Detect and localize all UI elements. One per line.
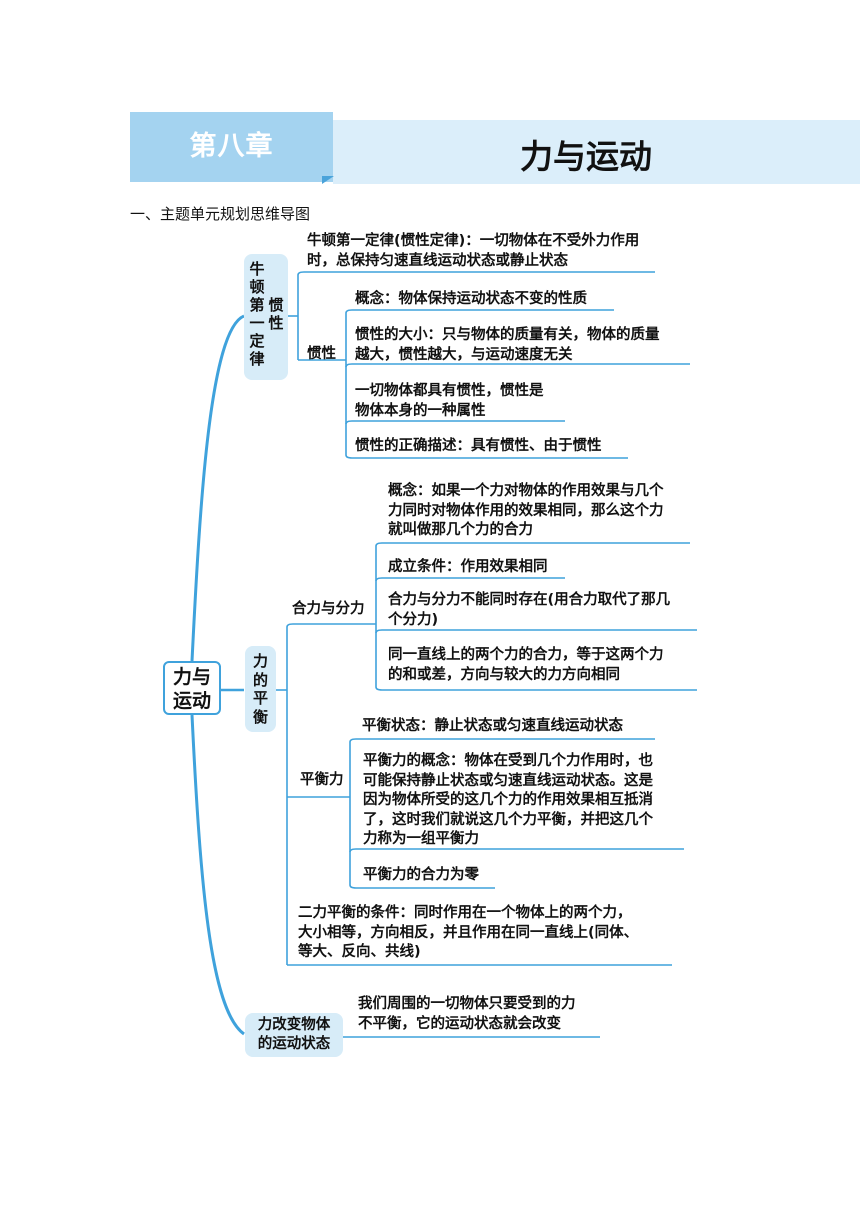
branch-force-changes-motion: 力改变物体 的运动状态 (245, 1013, 343, 1057)
title-banner (333, 120, 860, 184)
branch1-char: 律 (249, 350, 265, 368)
inertia-label: 惯性 (307, 346, 336, 362)
balance-item: 平衡力的合力为零 (363, 867, 479, 883)
branch-newton-first-law: 牛 顿 第 一 定 律 惯 性 (244, 254, 288, 380)
branch2-char: 的 (252, 670, 268, 689)
balanced-force-label: 平衡力 (300, 772, 344, 788)
balance-item: 平衡状态：静止状态或匀速直线运动状态 (362, 718, 623, 734)
banner-notch (322, 176, 334, 184)
branch1-char: 第 (249, 296, 265, 314)
force-changes-motion-text: 我们周围的一切物体只要受到的力 不平衡，它的运动状态就会改变 (358, 996, 576, 1032)
inertia-item: 概念：物体保持运动状态不变的性质 (355, 291, 587, 307)
branch1-char: 牛 (249, 260, 265, 278)
root-line-2: 运动 (172, 690, 211, 712)
branch2-char: 衡 (252, 707, 268, 726)
resultant-force-label: 合力与分力 (292, 601, 365, 617)
branch1-sub-char: 性 (268, 314, 284, 332)
branch2-char: 平 (252, 689, 268, 707)
branch-force-balance: 力 的 平 衡 (245, 646, 276, 732)
resultant-item: 合力与分力不能同时存在(用合力取代了那几 个分力) (388, 592, 671, 628)
resultant-item: 概念：如果一个力对物体的作用效果与几个 力同时对物体作用的效果相同，那么这个力 … (388, 483, 664, 538)
branch1-char: 顿 (249, 278, 265, 296)
chapter-label: 第八章 (189, 131, 274, 162)
chapter-banner (130, 112, 333, 182)
root-line-1: 力与 (172, 666, 211, 688)
branch1-char: 一 (249, 314, 265, 332)
two-force-balance-text: 二力平衡的条件：同时作用在一个物体上的两个力， 大小相等，方向相反，并且作用在同… (298, 905, 639, 960)
branch1-sub-char: 惯 (268, 296, 284, 314)
inertia-item: 一切物体都具有惯性，惯性是 物体本身的一种属性 (355, 383, 544, 419)
inertia-item: 惯性的正确描述：具有惯性、由于惯性 (355, 438, 602, 454)
balance-item: 平衡力的概念：物体在受到几个力作用时，也 可能保持静止状态或匀速直线运动状态。这… (363, 753, 653, 847)
newton-law-text: 牛顿第一定律(惯性定律)：一切物体在不受外力作用 时，总保持匀速直线运动状态或静… (307, 233, 640, 269)
branch1-char: 定 (249, 332, 265, 350)
chapter-title: 力与运动 (520, 137, 652, 176)
section-heading: 一、主题单元规划思维导图 (130, 205, 311, 223)
branch2-char: 力 (252, 652, 268, 670)
inertia-item: 惯性的大小：只与物体的质量有关，物体的质量 越大，惯性越大，与运动速度无关 (355, 327, 660, 363)
root-node: 力与 运动 (163, 661, 221, 715)
resultant-item: 同一直线上的两个力的合力，等于这两个力 的和或差，方向与较大的力方向相同 (388, 647, 664, 683)
resultant-item: 成立条件：作用效果相同 (388, 559, 548, 575)
